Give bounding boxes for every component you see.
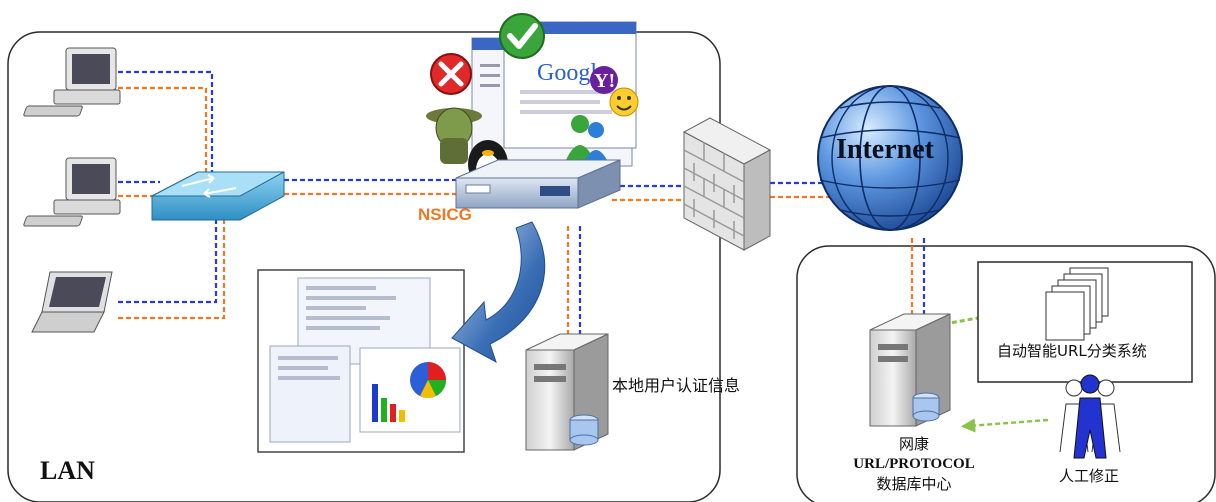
computer-icon [23,47,121,117]
db-type-label: URL/PROTOCOL [853,456,975,472]
computer-icon [23,157,121,227]
server-icon [525,333,609,451]
database-zone [796,245,1216,502]
people-icon [1059,374,1121,459]
globe-icon [817,85,963,231]
svg-text:Y!: Y! [594,70,615,92]
yahoo-logo: Y! [590,66,618,94]
blocked-icon [430,53,472,95]
msn-buddy-icon [566,115,608,162]
allowed-icon [499,13,545,59]
local-auth-label: 本地用户认证信息 [612,376,741,395]
db-vendor-label: 网康 [898,435,929,453]
db-center-label: 数据库中心 [876,475,952,493]
report-screens-icon [257,269,465,453]
appliance-icon [455,159,621,209]
manual-correction-label: 人工修正 [1059,467,1120,485]
nsicg-label: NSICG [418,205,472,224]
browser-window: Google [471,21,637,167]
report-flow-arrow [451,221,546,364]
lan-zone [7,31,721,502]
db-server-icon [869,313,951,427]
documents-icon [1045,267,1109,341]
laptop-icon [31,271,113,333]
database-center-label: 网康 URL/PROTOCOL 数据库中心 [832,434,996,494]
wan-links [566,181,1049,433]
lan-label: LAN [40,456,95,485]
firewall-icon [682,117,772,251]
messenger-character-icon [426,107,482,164]
smiley-icon [609,87,639,117]
internet-label: Internet [836,134,934,165]
auto-url-classification-label: 自动智能URL分类系统 [997,342,1147,360]
switch-icon [151,171,285,221]
